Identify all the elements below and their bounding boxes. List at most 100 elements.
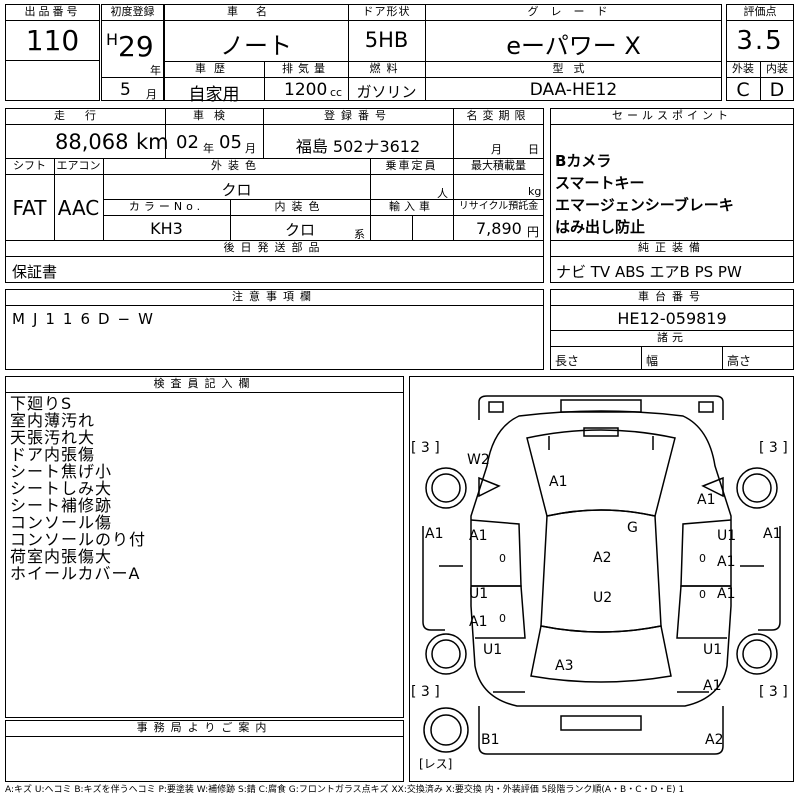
inspector-notes: 下廻りS 室内薄汚れ 天張汚れ大 ドア内張傷 シート焦げ小 シートしみ大 シート… <box>10 395 400 582</box>
tire-fl: [ 3 ] <box>411 440 440 456</box>
model-label: 型式 <box>552 62 595 75</box>
recycle-fee: 7,890 <box>476 219 522 238</box>
recycle-unit: 円 <box>527 225 540 239</box>
notes-value: MJ116D−W <box>12 310 161 328</box>
damage-mark: 0 <box>699 552 706 565</box>
rear-plate <box>560 715 642 731</box>
score-label: 評価点 <box>743 5 777 18</box>
mileage-unit: km <box>136 130 169 154</box>
rear-bumper <box>478 706 724 755</box>
mileage: 88,068 <box>55 130 129 154</box>
inspector-note: コンソールのり付 <box>10 530 147 549</box>
damage-mark: A1 <box>469 614 487 630</box>
displacement-label: 排気量 <box>282 62 330 75</box>
grade-label: グレード <box>527 5 620 18</box>
sales-point-item: Bカメラ <box>555 152 612 170</box>
damage-mark: 0 <box>499 612 506 625</box>
rear-window <box>530 625 672 683</box>
recycle-label: リサイクル預託金 <box>458 201 539 212</box>
tire-rl: [ 3 ] <box>411 684 440 700</box>
sales-point-block <box>550 108 794 283</box>
inspector-note: 天張汚れ大 <box>10 428 96 447</box>
inspector-note: 室内薄汚れ <box>10 411 96 430</box>
car-diagram: [ 3 ] [ 3 ] [ 3 ] [ 3 ] W2 A1 A1 A1 A1 G… <box>411 395 788 771</box>
sales-point-item: スマートキー <box>555 174 645 192</box>
inspector-note: シート焦げ小 <box>10 462 113 481</box>
damage-mark: U1 <box>703 642 722 658</box>
notes-label: 注意事項欄 <box>232 290 317 303</box>
shift: FAT <box>12 196 47 220</box>
mirror-left <box>478 476 501 498</box>
front-bumper <box>478 395 724 420</box>
height-label: 高さ <box>727 354 752 368</box>
wheel-front-left <box>425 467 467 509</box>
inspector-note: シート補修跡 <box>10 496 113 515</box>
vehicle-detail-block <box>5 108 544 283</box>
inspector-note: 下廻りS <box>10 394 73 413</box>
roof <box>540 509 662 633</box>
mileage-label: 走行 <box>54 109 116 122</box>
first-registration-cell <box>101 4 164 101</box>
damage-mark: B1 <box>481 732 500 748</box>
wheel-rear-right <box>736 633 778 675</box>
lot-number-cell <box>5 4 100 101</box>
sales-point-item: エマージェンシーブレーキ <box>555 196 734 214</box>
plate-number: 福島 502ナ3612 <box>295 137 421 156</box>
inspection-label: 車検 <box>193 109 235 122</box>
max-load-unit: kg <box>528 185 542 198</box>
model-code: DAA-HE12 <box>529 80 618 100</box>
damage-mark: U1 <box>469 586 488 602</box>
era-letter: H <box>106 30 119 49</box>
exterior-color-label: 外装色 <box>211 159 262 172</box>
damage-mark: A1 <box>425 526 443 542</box>
year-unit: 年 <box>150 64 161 77</box>
first-registration-label: 初度登録 <box>110 5 155 18</box>
plate-label: 登録番号 <box>324 109 392 122</box>
score: 3.5 <box>736 26 784 56</box>
inspector-note: ドア内張傷 <box>10 445 96 464</box>
inspector-note: ホイールカバーA <box>10 564 141 583</box>
damage-mark: A1 <box>469 528 487 544</box>
damage-mark: 0 <box>499 552 506 565</box>
equipment-label: 純正装備 <box>638 241 706 254</box>
car-name: ノート <box>220 32 292 60</box>
damage-mark: U1 <box>717 528 736 544</box>
name-change-day-unit: 日 <box>528 143 539 156</box>
inspector-block <box>5 376 404 718</box>
car-diagram-frame <box>409 376 794 782</box>
color-number-label: カラーNo. <box>128 200 205 213</box>
interior-color-unit: 系 <box>354 228 365 241</box>
damage-mark: A1 <box>763 526 781 542</box>
lot-number-label: 出品番号 <box>24 5 81 18</box>
equipment-value: ナビ TV ABS エアB PS PW <box>556 263 742 281</box>
interior-color-label: 内装色 <box>274 200 326 213</box>
damage-mark: A2 <box>705 732 723 748</box>
office-label: 事務局よりご案内 <box>136 721 273 734</box>
chassis-number: HE12-059819 <box>617 309 727 328</box>
registration-year: 29 <box>118 30 154 63</box>
history: 自家用 <box>188 85 240 105</box>
damage-mark: A2 <box>593 550 611 566</box>
interior-grade: D <box>769 79 785 101</box>
aircon: AAC <box>57 196 100 220</box>
inspection-month-unit: 月 <box>245 142 256 155</box>
inspection-year: 02 <box>176 132 199 153</box>
sales-point-label: セールスポイント <box>612 109 732 122</box>
inspector-label: 検査員記入欄 <box>153 377 256 390</box>
car-name-label: 車名 <box>227 5 285 18</box>
front-plate <box>560 399 642 413</box>
inspector-note: 荷室内張傷大 <box>10 547 113 566</box>
damage-mark: A1 <box>549 474 567 490</box>
aircon-label: エアコン <box>56 159 101 172</box>
damage-mark: A3 <box>555 658 573 674</box>
name-change-month-unit: 月 <box>491 143 502 156</box>
fog-left <box>488 401 504 413</box>
color-number: KH3 <box>150 219 183 238</box>
wheel-front-right <box>736 467 778 509</box>
name-change-label: 名変期限 <box>466 109 531 122</box>
damage-mark: 0 <box>699 588 706 601</box>
later-parts-label: 後日発送部品 <box>223 241 326 254</box>
door-rear-right <box>676 585 731 639</box>
lot-number: 110 <box>25 24 80 57</box>
capacity-unit: 人 <box>437 187 448 200</box>
